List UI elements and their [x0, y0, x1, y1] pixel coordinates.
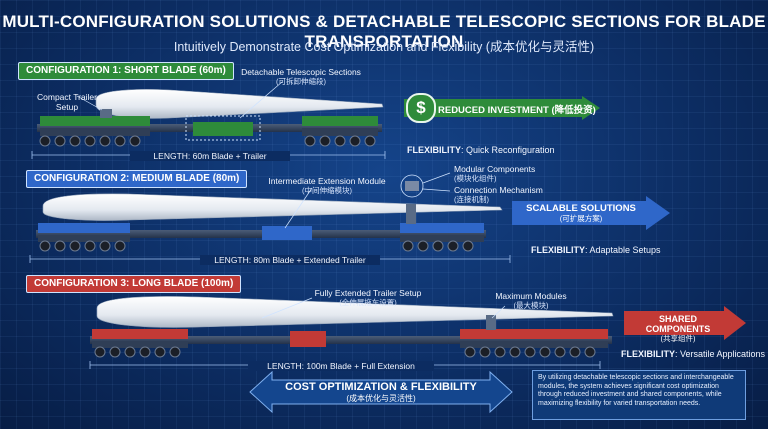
scalable-solutions-cn: (可扩展方案) — [559, 214, 603, 223]
fully-extended-cn: (全伸展拖车设置) — [339, 298, 397, 307]
config3-flexibility-key: FLEXIBILITY — [621, 349, 675, 359]
modular-components-label: Modular Components (模块化组件) — [454, 164, 535, 184]
config2-badge: CONFIGURATION 2: MEDIUM BLADE (80m) — [26, 170, 248, 188]
intermediate-module-text: Intermediate Extension Module — [268, 176, 386, 186]
config3-flexibility-value: : Versatile Applications — [675, 349, 766, 359]
footer-banner-title: COST OPTIMIZATION & FLEXIBILITY — [285, 381, 477, 393]
shared-components-title: SHARED COMPONENTS — [645, 314, 711, 334]
maximum-modules-cn: (最大模块) — [513, 301, 549, 310]
shared-components-arrow: SHARED COMPONENTS (共享组件) — [624, 306, 746, 343]
summary-note: By utilizing detachable telescopic secti… — [532, 370, 746, 420]
reduced-investment-arrow-shape — [404, 96, 600, 120]
reduced-investment-text: REDUCED INVESTMENT (降低投资) — [438, 105, 596, 116]
config3-blade — [96, 296, 614, 328]
detachable-sections-text: Detachable Telescopic Sections — [241, 67, 361, 77]
reduced-investment-arrow: $ REDUCED INVESTMENT (降低投资) — [404, 93, 600, 123]
config2-flexibility-value: : Adaptable Setups — [585, 245, 661, 255]
footer-banner-cn: (成本优化与灵活性) — [346, 394, 416, 403]
shared-components-text: SHARED COMPONENTS (共享组件) — [628, 314, 728, 344]
config1-trailer — [31, 81, 386, 159]
maximum-modules-label: Maximum Modules (最大模块) — [486, 291, 576, 311]
config1-length: LENGTH: 60m Blade + Trailer — [130, 151, 290, 161]
maximum-modules-text: Maximum Modules — [495, 291, 567, 301]
footer-banner: COST OPTIMIZATION & FLEXIBILITY (成本优化与灵活… — [272, 382, 490, 404]
fully-extended-text: Fully Extended Trailer Setup — [314, 288, 422, 298]
config1-flexibility-key: FLEXIBILITY — [407, 145, 461, 155]
config2-flexibility-key: FLEXIBILITY — [531, 245, 585, 255]
shared-components-cn: (共享组件) — [660, 334, 696, 343]
connection-mechanism-cn: (连接机制) — [454, 195, 489, 204]
compact-trailer-label-line2: Setup — [55, 102, 79, 112]
config2-length: LENGTH: 80m Blade + Extended Trailer — [200, 255, 380, 265]
connection-mechanism-label: Connection Mechanism (连接机制) — [454, 185, 543, 205]
config3-trailer — [89, 296, 614, 369]
detachable-sections-cn: (可拆卸伸缩段) — [276, 77, 326, 86]
config1-blade — [95, 89, 384, 119]
config2-blade — [42, 193, 503, 221]
scalable-solutions-title: SCALABLE SOLUTIONS — [526, 203, 636, 214]
intermediate-module-label: Intermediate Extension Module (中间伸缩模块) — [256, 176, 398, 196]
detachable-sections-label: Detachable Telescopic Sections (可拆卸伸缩段) — [226, 67, 376, 87]
config3-badge: CONFIGURATION 3: LONG BLADE (100m) — [26, 275, 242, 293]
config3-flexibility: FLEXIBILITY: Versatile Applications — [621, 349, 765, 359]
footer-banner-arrow — [249, 370, 513, 414]
scalable-solutions-arrow-shape — [512, 196, 670, 230]
config1-flexibility-value: : Quick Reconfiguration — [461, 145, 555, 155]
config1-badge: CONFIGURATION 1: SHORT BLADE (60m) — [18, 62, 234, 80]
page-title: MULTI-CONFIGURATION SOLUTIONS & DETACHAB… — [2, 12, 766, 51]
dollar-icon: $ — [406, 93, 436, 123]
modular-components-cn: (模块化组件) — [454, 174, 497, 183]
scalable-solutions-arrow: SCALABLE SOLUTIONS (可扩展方案) — [512, 196, 670, 230]
config1-flexibility: FLEXIBILITY: Quick Reconfiguration — [407, 145, 555, 155]
compact-trailer-label: Compact Trailer Setup — [28, 92, 106, 112]
config2-flexibility: FLEXIBILITY: Adaptable Setups — [531, 245, 661, 255]
scalable-solutions-text: SCALABLE SOLUTIONS (可扩展方案) — [522, 204, 640, 224]
connection-mechanism-text: Connection Mechanism — [454, 185, 543, 195]
config3-length: LENGTH: 100m Blade + Full Extension — [248, 361, 434, 371]
modular-components-text: Modular Components — [454, 164, 536, 174]
compact-trailer-label-line1: Compact Trailer — [37, 92, 97, 102]
page-subtitle: Intuitively Demonstrate Cost Optimizatio… — [173, 40, 595, 54]
intermediate-module-cn: (中间伸缩模块) — [302, 186, 352, 195]
fully-extended-label: Fully Extended Trailer Setup (全伸展拖车设置) — [298, 288, 438, 308]
shared-components-arrow-shape — [624, 306, 746, 340]
